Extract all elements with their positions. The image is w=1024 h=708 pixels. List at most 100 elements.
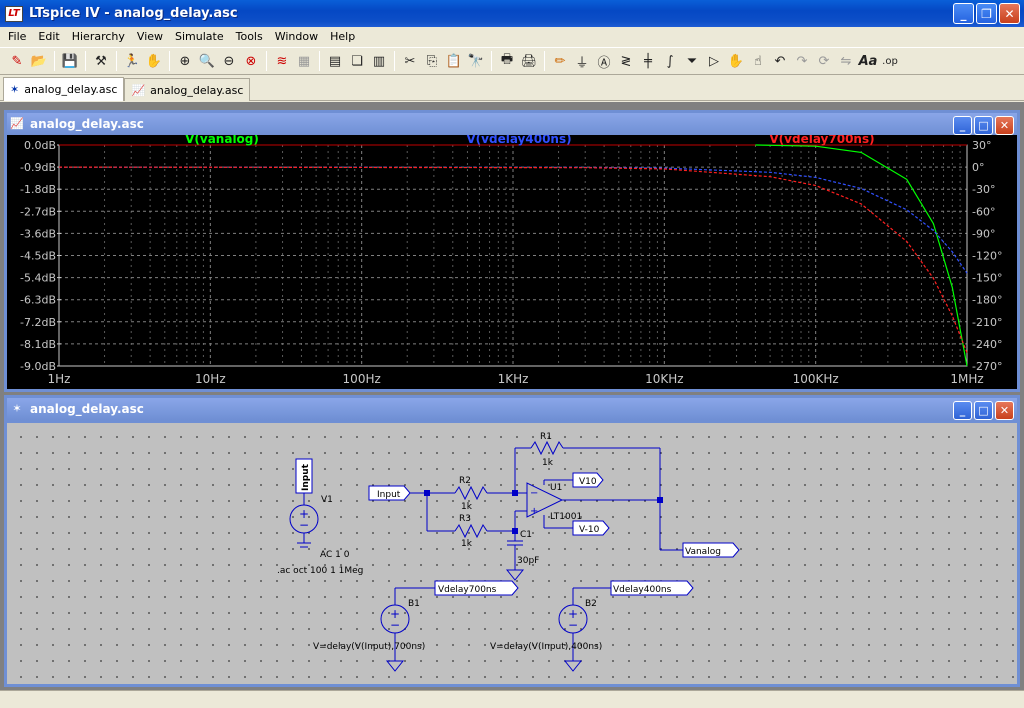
- menu-window[interactable]: Window: [274, 30, 319, 43]
- ground-icon[interactable]: ⏚: [575, 55, 589, 71]
- print-icon[interactable]: 🖨: [520, 53, 538, 69]
- undo-icon[interactable]: ↶: [774, 53, 786, 69]
- waveform-icon: 📈: [10, 117, 24, 130]
- svg-text:+: +: [390, 607, 400, 621]
- window-title: LTspice IV - analog_delay.asc: [29, 6, 238, 21]
- schematic-icon: ✶: [12, 402, 22, 415]
- diode-icon[interactable]: ⏷: [686, 53, 698, 69]
- cut-icon[interactable]: ✂: [404, 53, 416, 69]
- r3-value-label: 1k: [461, 539, 473, 549]
- schematic-minimize-button[interactable]: _: [953, 401, 972, 420]
- text-icon[interactable]: Aa: [858, 53, 878, 69]
- menu-tools[interactable]: Tools: [235, 30, 263, 43]
- y-tick-label: -0.9dB: [20, 161, 56, 174]
- print-setup-icon[interactable]: 🖶: [500, 52, 514, 67]
- menu-help[interactable]: Help: [330, 30, 356, 43]
- capacitor-icon[interactable]: ╪: [644, 53, 652, 69]
- legend-0: V(vanalog): [185, 135, 259, 146]
- v1-label: V1: [321, 495, 333, 505]
- zoom-in-icon[interactable]: ⊕: [179, 53, 191, 69]
- svg-text:−: −: [299, 518, 309, 532]
- schematic-window-title: analog_delay.asc: [30, 402, 144, 416]
- menu-simulate[interactable]: Simulate: [175, 30, 224, 43]
- y-tick-label: -3.6dB: [20, 227, 56, 240]
- legend-2: V(vdelay700ns): [769, 135, 874, 146]
- tile-horizontal-icon[interactable]: ▤: [328, 53, 342, 69]
- open-icon[interactable]: 📂: [30, 53, 48, 69]
- find-icon[interactable]: 🔭: [467, 53, 485, 69]
- menu-edit[interactable]: Edit: [38, 30, 60, 43]
- control-panel-icon[interactable]: ⚒: [95, 53, 107, 69]
- label-net-icon[interactable]: Ⓐ: [597, 55, 611, 71]
- plot-minimize-button[interactable]: _: [953, 116, 972, 135]
- c1-label: C1: [520, 530, 532, 540]
- paste-icon[interactable]: 📋: [445, 53, 463, 69]
- bode-plot[interactable]: 0.0dB-0.9dB-1.8dB-2.7dB-3.6dB-4.5dB-5.4d…: [7, 132, 1017, 389]
- plot-window-title: analog_delay.asc: [30, 117, 144, 131]
- y-tick-label: -5.4dB: [20, 272, 56, 285]
- schematic-close-button[interactable]: ✕: [995, 401, 1014, 420]
- y-tick-label: -1.8dB: [20, 183, 56, 196]
- draw-wire-icon[interactable]: ✏: [554, 53, 566, 69]
- r2-label: R2: [459, 476, 471, 486]
- menu-hierarchy[interactable]: Hierarchy: [71, 30, 125, 43]
- schematic-window: ✶ analog_delay.asc _ □ ✕: [4, 395, 1020, 687]
- drag-icon[interactable]: ☝: [754, 53, 762, 69]
- tab-schematic[interactable]: ✶ analog_delay.asc: [3, 77, 125, 101]
- y-tick-label: -6.3dB: [20, 294, 56, 307]
- copy-icon[interactable]: ⎘: [426, 53, 438, 69]
- pan-icon[interactable]: 🔍: [198, 53, 216, 69]
- svg-text:+: +: [299, 507, 309, 521]
- r3-label: R3: [459, 514, 471, 524]
- mirror-icon[interactable]: ⇋: [840, 53, 852, 69]
- b2-value-label: V=delay(V(Input),400ns): [490, 642, 602, 652]
- tab-label: analog_delay.asc: [24, 83, 118, 96]
- new-schematic-icon[interactable]: ✎: [11, 53, 23, 69]
- redo-icon[interactable]: ↷: [796, 53, 808, 69]
- u1-label: U1: [550, 483, 562, 493]
- resistor-icon[interactable]: ≷: [620, 53, 632, 69]
- y-tick-label: -8.1dB: [20, 338, 56, 351]
- spice-directive-icon[interactable]: .op: [882, 55, 898, 67]
- y2-tick-label: -150°: [972, 272, 1002, 285]
- r1-value-label: 1k: [542, 458, 554, 468]
- halt-icon[interactable]: ✋: [145, 53, 163, 69]
- move-icon[interactable]: ✋: [727, 53, 745, 69]
- tile-vertical-icon[interactable]: ▥: [372, 53, 386, 69]
- inductor-icon[interactable]: ∫: [666, 53, 674, 69]
- schematic-canvas[interactable]: + − + − + − − + Input V1 AC 1 0 .ac oct …: [7, 423, 1017, 684]
- save-icon[interactable]: 💾: [61, 53, 79, 69]
- tab-label: analog_delay.asc: [150, 83, 244, 97]
- tab-waveform[interactable]: 📈 analog_delay.asc: [124, 78, 251, 101]
- schematic-window-titlebar[interactable]: ✶ analog_delay.asc: [7, 398, 1017, 420]
- component-icon[interactable]: ▷: [709, 53, 719, 69]
- schematic-icon: ✶: [10, 83, 20, 96]
- plot-window-titlebar[interactable]: 📈 analog_delay.asc: [7, 113, 1017, 135]
- toolbar: ✎ 📂 💾 ⚒ 🏃 ✋ ⊕ 🔍 ⊖ ⊗ ≋ ▦ ▤ ❏ ▥ ✂ ⎘ 📋 🔭 🖶 …: [0, 47, 1024, 75]
- close-button[interactable]: ✕: [999, 3, 1020, 24]
- schematic-maximize-button[interactable]: □: [974, 401, 993, 420]
- zoom-out-icon[interactable]: ⊖: [223, 53, 235, 69]
- ltspice-logo-icon: LT: [5, 5, 23, 22]
- autorange-icon[interactable]: ≋: [276, 53, 288, 69]
- restore-button[interactable]: ❐: [976, 3, 997, 24]
- run-icon[interactable]: 🏃: [123, 53, 141, 69]
- input-port-label: Input: [377, 490, 401, 500]
- plot-maximize-button[interactable]: □: [974, 116, 993, 135]
- x-tick-label: 100KHz: [793, 372, 839, 386]
- minimize-button[interactable]: _: [953, 3, 974, 24]
- b1-value-label: V=delay(V(Input),700ns): [313, 642, 425, 652]
- plot-area[interactable]: 0.0dB-0.9dB-1.8dB-2.7dB-3.6dB-4.5dB-5.4d…: [7, 132, 1017, 389]
- schematic-drawing[interactable]: + − + − + − − + Input V1 AC 1 0 .ac oct …: [7, 423, 1017, 684]
- cascade-icon[interactable]: ❏: [351, 53, 363, 69]
- menu-view[interactable]: View: [136, 30, 164, 43]
- menu-file[interactable]: File: [8, 30, 27, 43]
- rotate-icon[interactable]: ⟳: [818, 53, 830, 69]
- ac-directive-label: .ac oct 100 1 1Meg: [277, 566, 363, 576]
- series-trace-0: [755, 144, 968, 367]
- y-tick-label: -2.7dB: [20, 205, 56, 218]
- plot-close-button[interactable]: ✕: [995, 116, 1014, 135]
- grid-icon[interactable]: ▦: [297, 53, 311, 69]
- y2-tick-label: -120°: [972, 250, 1002, 263]
- zoom-fit-icon[interactable]: ⊗: [245, 53, 257, 69]
